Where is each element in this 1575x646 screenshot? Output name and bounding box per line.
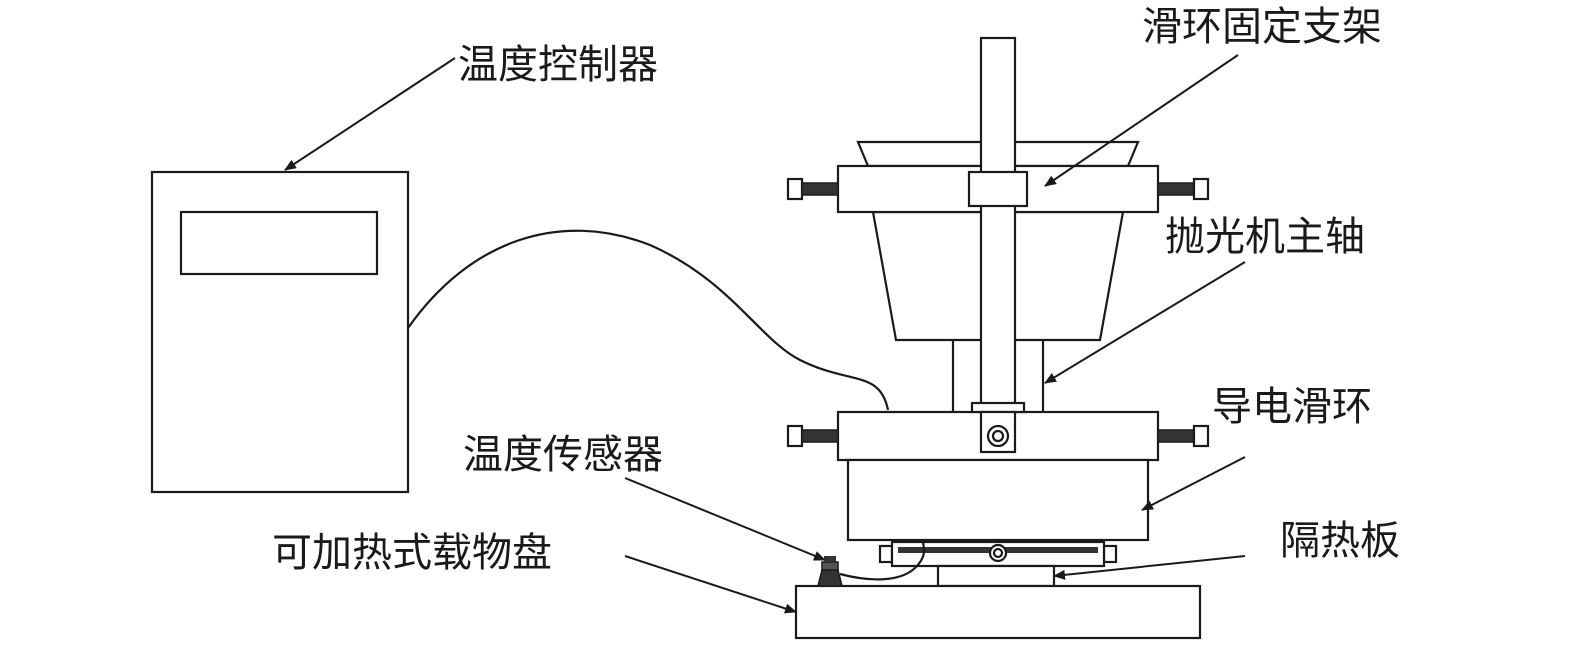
label-slip-ring-bracket: 滑环固定支架 — [1142, 4, 1382, 50]
slip-ring-bracket-bar — [967, 36, 1029, 454]
spindle-column — [951, 340, 1045, 412]
sensor-cable — [839, 541, 926, 581]
label-temp-sensor: 温度传感器 — [463, 432, 663, 478]
heated-stage — [794, 584, 1202, 640]
bracket-bolt — [986, 424, 1010, 448]
arrow-slip-ring — [1141, 456, 1246, 511]
arrow-polisher-spindle — [1044, 261, 1246, 384]
arrow-insulation-board — [1053, 555, 1246, 580]
label-polisher-spindle: 抛光机主轴 — [1165, 214, 1365, 260]
insulation-board — [936, 564, 1056, 588]
temperature-controller-box — [150, 170, 410, 494]
label-heated-stage: 可加热式载物盘 — [272, 530, 552, 576]
right-lower-screw — [1157, 424, 1210, 448]
left-upper-screw — [786, 177, 839, 201]
arrow-heated-stage — [624, 555, 797, 614]
temperature-sensor — [817, 556, 843, 587]
insulation-plate-assembly — [878, 540, 1118, 568]
controller-display-screen — [179, 210, 379, 276]
label-temp-controller: 温度控制器 — [458, 42, 658, 88]
left-lower-screw — [786, 424, 839, 448]
controller-cable — [407, 229, 890, 411]
label-insulation-board: 隔热板 — [1280, 518, 1400, 564]
arrow-slip-ring-bracket — [1044, 54, 1239, 187]
right-upper-screw — [1157, 177, 1210, 201]
arrow-temp-sensor — [624, 477, 826, 561]
arrow-temp-controller — [284, 57, 456, 171]
label-conductive-slip-ring: 导电滑环 — [1212, 384, 1372, 430]
bracket-collar — [967, 170, 1029, 208]
